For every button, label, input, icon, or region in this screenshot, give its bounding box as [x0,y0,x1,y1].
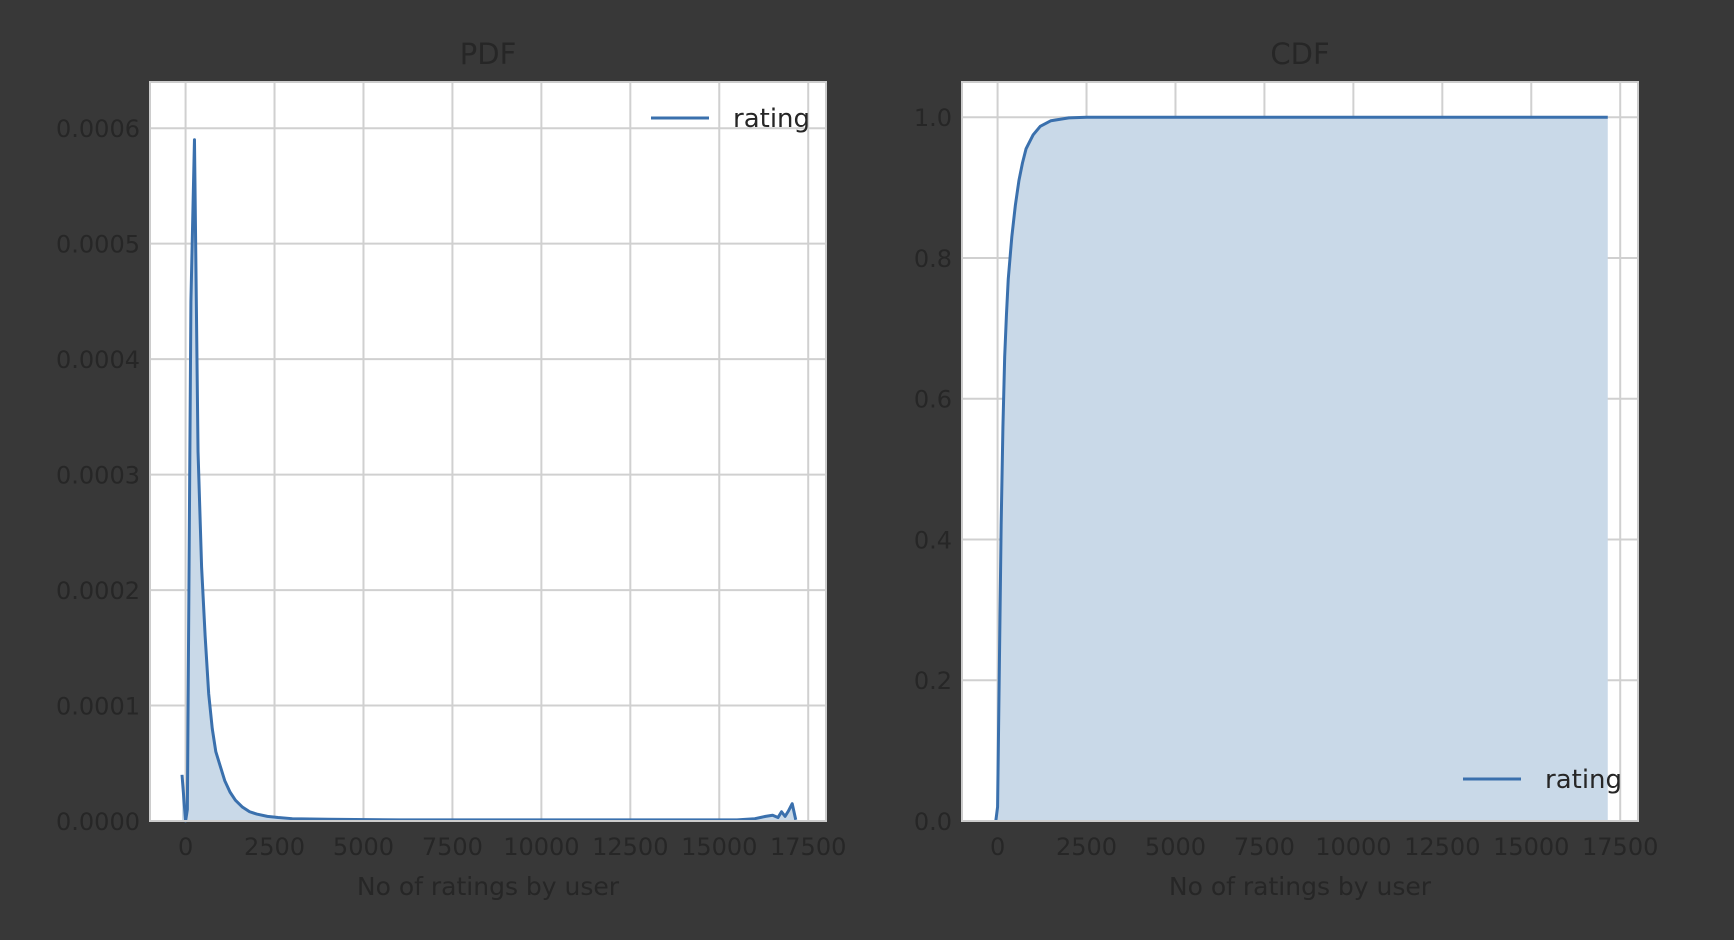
y-tick-label: 0.8 [914,245,952,273]
chart-cdf-panel: 0 2500 5000 7500 10000 12500 15000 17500 0.0 0.2 0… [914,37,1659,901]
x-tick-label: 2500 [244,833,305,861]
series-line-rating [994,115,1608,822]
plot-area [150,82,826,821]
x-tick-label: 10000 [503,833,579,861]
y-tick-label: 0.0002 [56,577,140,605]
x-axis-label: No of ratings by user [1169,872,1432,901]
legend: rating [651,104,810,134]
x-tick-label: 2500 [1056,833,1117,861]
legend-label: rating [1545,765,1622,795]
y-tick-label: 0.0003 [56,462,140,490]
axes-frame [961,81,1639,822]
x-tick-label: 12500 [592,833,668,861]
y-tick-label: 0.4 [914,526,952,554]
y-tick-label: 0.0006 [56,115,140,143]
y-tick-label: 0.0004 [56,346,140,374]
y-tick-label: 0.2 [914,667,952,695]
x-tick-label: 17500 [770,833,846,861]
x-tick-label: 0 [178,833,193,861]
x-axis-label: No of ratings by user [357,872,620,901]
legend-label: rating [733,104,810,134]
chart-title: PDF [460,37,517,71]
x-tick-label: 7500 [422,833,483,861]
x-tick-label: 5000 [1145,833,1206,861]
x-tick-label: 15000 [681,833,757,861]
y-tick-label: 0.0000 [56,808,140,836]
series-line-rating [180,138,798,823]
x-tick-label: 15000 [1493,833,1569,861]
x-tick-label: 17500 [1582,833,1658,861]
x-tick-label: 10000 [1315,833,1391,861]
y-tick-label: 0.0 [914,808,952,836]
chart-pdf-panel: 0 2500 5000 7500 10000 12500 15000 17500 0.0000 0… [56,37,846,901]
axes-frame [149,81,827,822]
x-tick-label: 0 [990,833,1005,861]
x-tick-label: 7500 [1234,833,1295,861]
y-tick-label: 0.0001 [56,693,140,721]
y-tick-label: 0.0005 [56,231,140,259]
series-area-rating [995,117,1608,821]
x-tick-label: 5000 [333,833,394,861]
chart-title: CDF [1270,37,1329,71]
x-tick-label: 12500 [1404,833,1480,861]
y-tick-label: 1.0 [914,104,952,132]
legend: rating [1463,765,1622,795]
y-tick-label: 0.6 [914,386,952,414]
